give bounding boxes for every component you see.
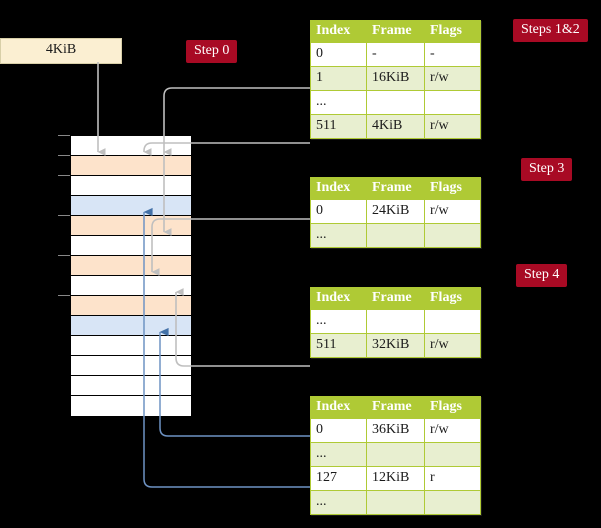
memory-tick [58,215,70,216]
cell-frame: 16KiB [366,66,425,91]
cell-frame: 36KiB [366,418,425,443]
cell-frame: 12KiB [366,466,425,491]
memory-tick [58,255,70,256]
memory-tick [58,175,70,176]
column-header-index: Index [310,20,367,43]
memory-frame-cell [71,336,191,356]
cell-index: ... [310,442,367,467]
memory-frame-cell [71,356,191,376]
step-badge-step4: Step 4 [516,264,568,287]
cell-frame [366,309,425,334]
column-header-flags: Flags [424,396,481,419]
column-header-index: Index [310,177,367,200]
cell-flags [424,223,481,248]
column-header-flags: Flags [424,177,481,200]
cell-flags: - [424,42,481,67]
cell-index: 1 [310,66,367,91]
memory-frame-cell [71,256,191,276]
memory-tick [58,135,70,136]
memory-tick [58,295,70,296]
column-header-frame: Frame [366,20,425,43]
memory-frame-cell [71,176,191,196]
table-row[interactable]: ... [310,90,481,115]
step-badge-step0: Step 0 [186,40,238,63]
cell-flags [424,442,481,467]
column-header-index: Index [310,287,367,310]
cell-flags: r [424,466,481,491]
cell-flags [424,490,481,515]
table-row[interactable]: 0-- [310,42,481,67]
memory-frame-cell [71,196,191,216]
column-header-frame: Frame [366,396,425,419]
virtual-address-box: 4KiB [0,38,122,64]
cell-flags: r/w [424,199,481,224]
cell-index: 0 [310,418,367,443]
column-header-flags: Flags [424,20,481,43]
cell-frame [366,90,425,115]
cell-frame: - [366,42,425,67]
memory-frame-cell [71,236,191,256]
step-badge-step3: Step 3 [521,158,573,181]
cell-index: ... [310,490,367,515]
cell-flags: r/w [424,114,481,139]
table-row[interactable]: ... [310,309,481,334]
cell-frame: 24KiB [366,199,425,224]
cell-index: ... [310,309,367,334]
physical-memory-column [70,135,191,416]
cell-flags: r/w [424,418,481,443]
cell-flags: r/w [424,333,481,358]
cell-index: 0 [310,199,367,224]
cell-index: 511 [310,333,367,358]
column-header-flags: Flags [424,287,481,310]
cell-frame [366,442,425,467]
cell-index: 127 [310,466,367,491]
column-header-index: Index [310,396,367,419]
cell-frame: 32KiB [366,333,425,358]
cell-frame [366,490,425,515]
cell-index: ... [310,223,367,248]
memory-frame-cell [71,136,191,156]
memory-frame-cell [71,216,191,236]
cell-index: 511 [310,114,367,139]
memory-frame-cell [71,396,191,416]
memory-tick [58,155,70,156]
table-row[interactable]: ... [310,442,481,467]
cell-index: 0 [310,42,367,67]
cell-flags: r/w [424,66,481,91]
cell-flags [424,90,481,115]
cell-frame [366,223,425,248]
column-header-frame: Frame [366,177,425,200]
step-badge-steps12: Steps 1&2 [513,19,588,42]
column-header-frame: Frame [366,287,425,310]
memory-frame-cell [71,276,191,296]
memory-frame-cell [71,316,191,336]
table-row[interactable]: ... [310,223,481,248]
cell-index: ... [310,90,367,115]
memory-frame-cell [71,156,191,176]
cell-flags [424,309,481,334]
memory-frame-cell [71,376,191,396]
cell-frame: 4KiB [366,114,425,139]
memory-frame-cell [71,296,191,316]
table-row[interactable]: ... [310,490,481,515]
